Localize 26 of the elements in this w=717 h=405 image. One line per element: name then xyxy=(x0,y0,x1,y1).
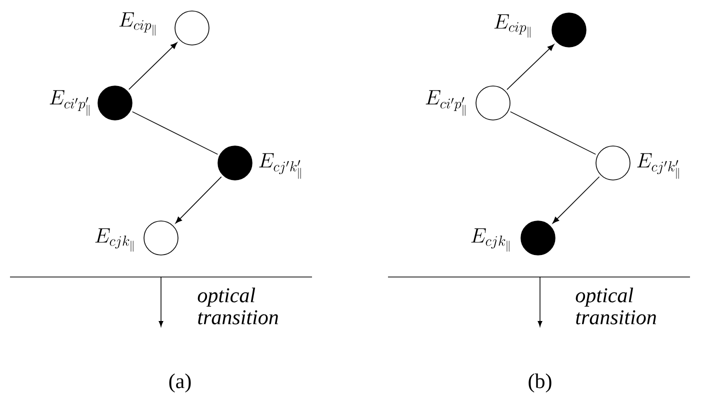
transition-label: optical transition xyxy=(198,288,278,324)
state-circle xyxy=(596,146,630,180)
state-circle xyxy=(144,220,178,256)
state-label: $E_{cip_\parallel}$ xyxy=(119,12,156,36)
transition-label: optical transition xyxy=(576,288,656,324)
arrow xyxy=(552,176,600,224)
panel-label: (a) xyxy=(169,373,191,393)
arrow xyxy=(128,42,178,90)
state-label: $E_{cj'k'_\parallel}$ xyxy=(637,153,679,179)
connector-line xyxy=(510,111,596,155)
arrow xyxy=(506,44,554,90)
state-label: $E_{cjk_\parallel}$ xyxy=(471,228,510,252)
filled-state-circle xyxy=(98,86,132,120)
state-label: $E_{cjk_\parallel}$ xyxy=(95,228,134,252)
state-circle xyxy=(174,10,210,46)
arrow xyxy=(175,176,222,224)
filled-state-circle xyxy=(552,12,586,48)
filled-state-circle xyxy=(520,220,556,256)
state-label: $E_{ci'p'_\parallel}$ xyxy=(426,90,466,116)
panel-label: (b) xyxy=(528,373,552,393)
state-label: $E_{ci'p'_\parallel}$ xyxy=(50,90,90,116)
state-circle xyxy=(476,86,510,120)
state-label: $E_{cip_\parallel}$ xyxy=(494,14,530,38)
state-label: $E_{cj'k'_\parallel}$ xyxy=(259,153,301,179)
filled-state-circle xyxy=(218,146,252,180)
connector-line xyxy=(132,111,218,155)
